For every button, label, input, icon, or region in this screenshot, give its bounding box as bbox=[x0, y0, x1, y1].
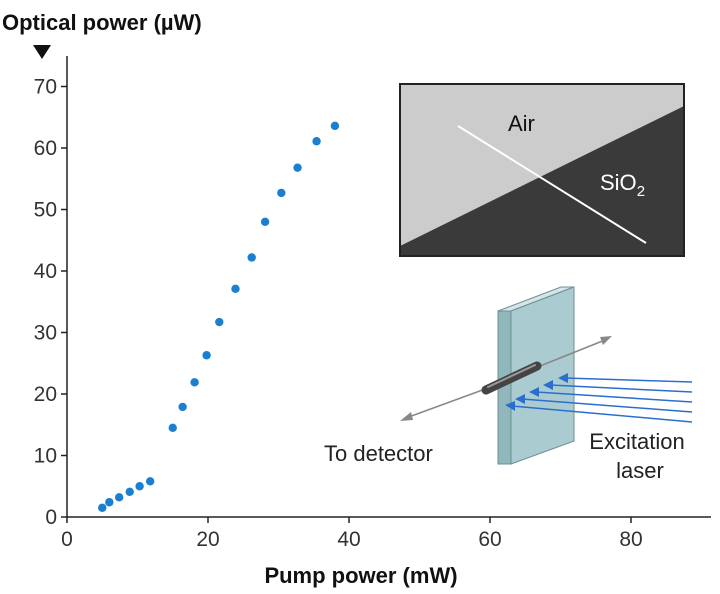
y-tick-label: 20 bbox=[34, 383, 57, 406]
data-point bbox=[330, 121, 340, 131]
data-point bbox=[260, 217, 270, 226]
x-tick-label: 80 bbox=[619, 528, 642, 551]
data-point bbox=[312, 137, 321, 146]
x-tick-label: 0 bbox=[61, 528, 73, 551]
interface-inset: Air SiO2 bbox=[399, 83, 685, 257]
inset-beam-line bbox=[457, 125, 647, 244]
laser-beam bbox=[535, 391, 693, 403]
inset-sio2-label: SiO2 bbox=[600, 170, 645, 200]
data-point bbox=[145, 477, 155, 486]
inset-sio2-region bbox=[400, 106, 684, 256]
x-tick-label: 40 bbox=[337, 528, 360, 551]
x-ticks: 0 20 40 60 80 bbox=[61, 517, 643, 551]
experiment-schematic: To detector Excitation laser bbox=[324, 286, 693, 483]
x-tick-label: 60 bbox=[478, 528, 501, 551]
y-tick-label: 0 bbox=[45, 506, 57, 529]
y-axis-marker-icon bbox=[33, 45, 51, 59]
laser-arrow-icon bbox=[543, 380, 553, 390]
y-tick-label: 40 bbox=[34, 260, 57, 283]
data-point bbox=[168, 423, 177, 433]
laser-beam bbox=[549, 384, 693, 393]
data-point bbox=[202, 351, 211, 360]
laser-arrow-icon bbox=[558, 373, 568, 383]
detector-label: To detector bbox=[324, 441, 433, 466]
fiber-highlight bbox=[487, 364, 536, 388]
laser-beam bbox=[521, 398, 693, 413]
data-point bbox=[247, 253, 256, 262]
inset-sio2-subscript: 2 bbox=[637, 183, 645, 200]
slab-front-face bbox=[497, 310, 512, 465]
output-arrow-left-icon bbox=[400, 412, 413, 421]
y-tick-label: 70 bbox=[34, 76, 57, 99]
y-tick-label: 30 bbox=[34, 322, 57, 345]
inset-frame bbox=[399, 83, 685, 257]
y-ticks: 0 10 20 30 40 50 60 70 bbox=[34, 76, 67, 529]
laser-beam bbox=[564, 377, 693, 383]
y-tick-label: 60 bbox=[34, 137, 57, 160]
inset-air-label: Air bbox=[508, 111, 535, 136]
data-point bbox=[135, 482, 144, 491]
data-point bbox=[178, 402, 187, 412]
data-point bbox=[215, 317, 224, 327]
data-point bbox=[277, 188, 286, 198]
data-point bbox=[98, 503, 107, 512]
y-axis-title: Optical power (µW) bbox=[2, 10, 202, 35]
laser-arrow-icon bbox=[529, 387, 539, 397]
laser-beam bbox=[511, 405, 693, 423]
data-point bbox=[114, 493, 124, 502]
laser-label-line1: Excitation bbox=[589, 429, 684, 454]
y-tick-label: 10 bbox=[34, 445, 57, 468]
x-tick-label: 20 bbox=[196, 528, 219, 551]
y-tick-label: 50 bbox=[34, 199, 57, 222]
data-point bbox=[293, 163, 302, 172]
x-axis-title: Pump power (mW) bbox=[264, 563, 457, 588]
inset-sio2-base: SiO bbox=[600, 170, 637, 195]
data-point bbox=[231, 284, 240, 294]
fiber-rod bbox=[481, 361, 542, 395]
laser-beams bbox=[505, 373, 693, 423]
laser-label-line2: laser bbox=[616, 458, 664, 483]
output-ray-left bbox=[405, 387, 489, 419]
data-point bbox=[105, 498, 114, 507]
laser-arrow-icon bbox=[505, 401, 515, 411]
data-point bbox=[190, 378, 199, 387]
data-points bbox=[98, 121, 340, 512]
output-arrow-right-icon bbox=[600, 336, 612, 345]
data-point bbox=[125, 487, 134, 496]
laser-arrow-icon bbox=[515, 394, 525, 404]
inset-air-region bbox=[400, 84, 684, 246]
output-ray-right bbox=[539, 339, 606, 367]
